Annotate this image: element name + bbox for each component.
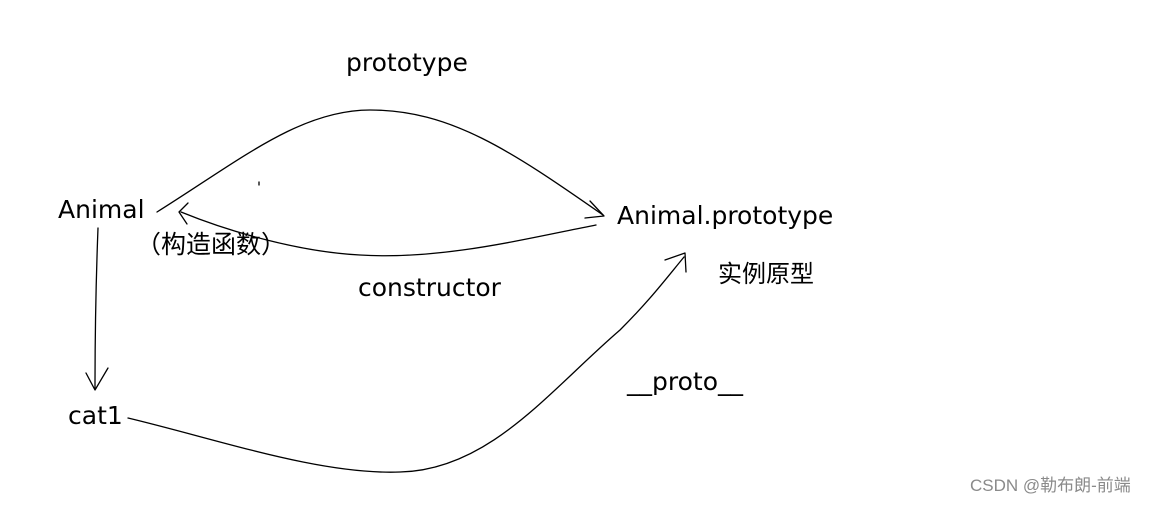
- prototype-edge-label: prototype: [346, 48, 468, 77]
- constructor-arrowhead: [178, 202, 189, 225]
- cat1-node-label: cat1: [68, 401, 123, 430]
- animal-to-cat1-arrowhead: [85, 367, 109, 391]
- prototype-arrow: [156, 109, 604, 216]
- proto-arrowhead: [664, 252, 687, 273]
- constructor-arrow: [180, 211, 597, 257]
- animal-node-label: Animal: [58, 195, 145, 224]
- proto-arrow: [127, 256, 685, 473]
- animal-role-label: （构造函数）: [136, 230, 287, 259]
- watermark: CSDN @勒布朗-前端: [970, 476, 1131, 495]
- constructor-edge-label: constructor: [358, 273, 501, 302]
- instance-prototype-role-label: 实例原型: [718, 260, 814, 288]
- proto-edge-label: __proto__: [627, 367, 743, 396]
- animal-to-cat1-arrow: [94, 227, 99, 389]
- animal-prototype-node-label: Animal.prototype: [617, 201, 834, 230]
- prototype-arrowhead: [584, 200, 605, 219]
